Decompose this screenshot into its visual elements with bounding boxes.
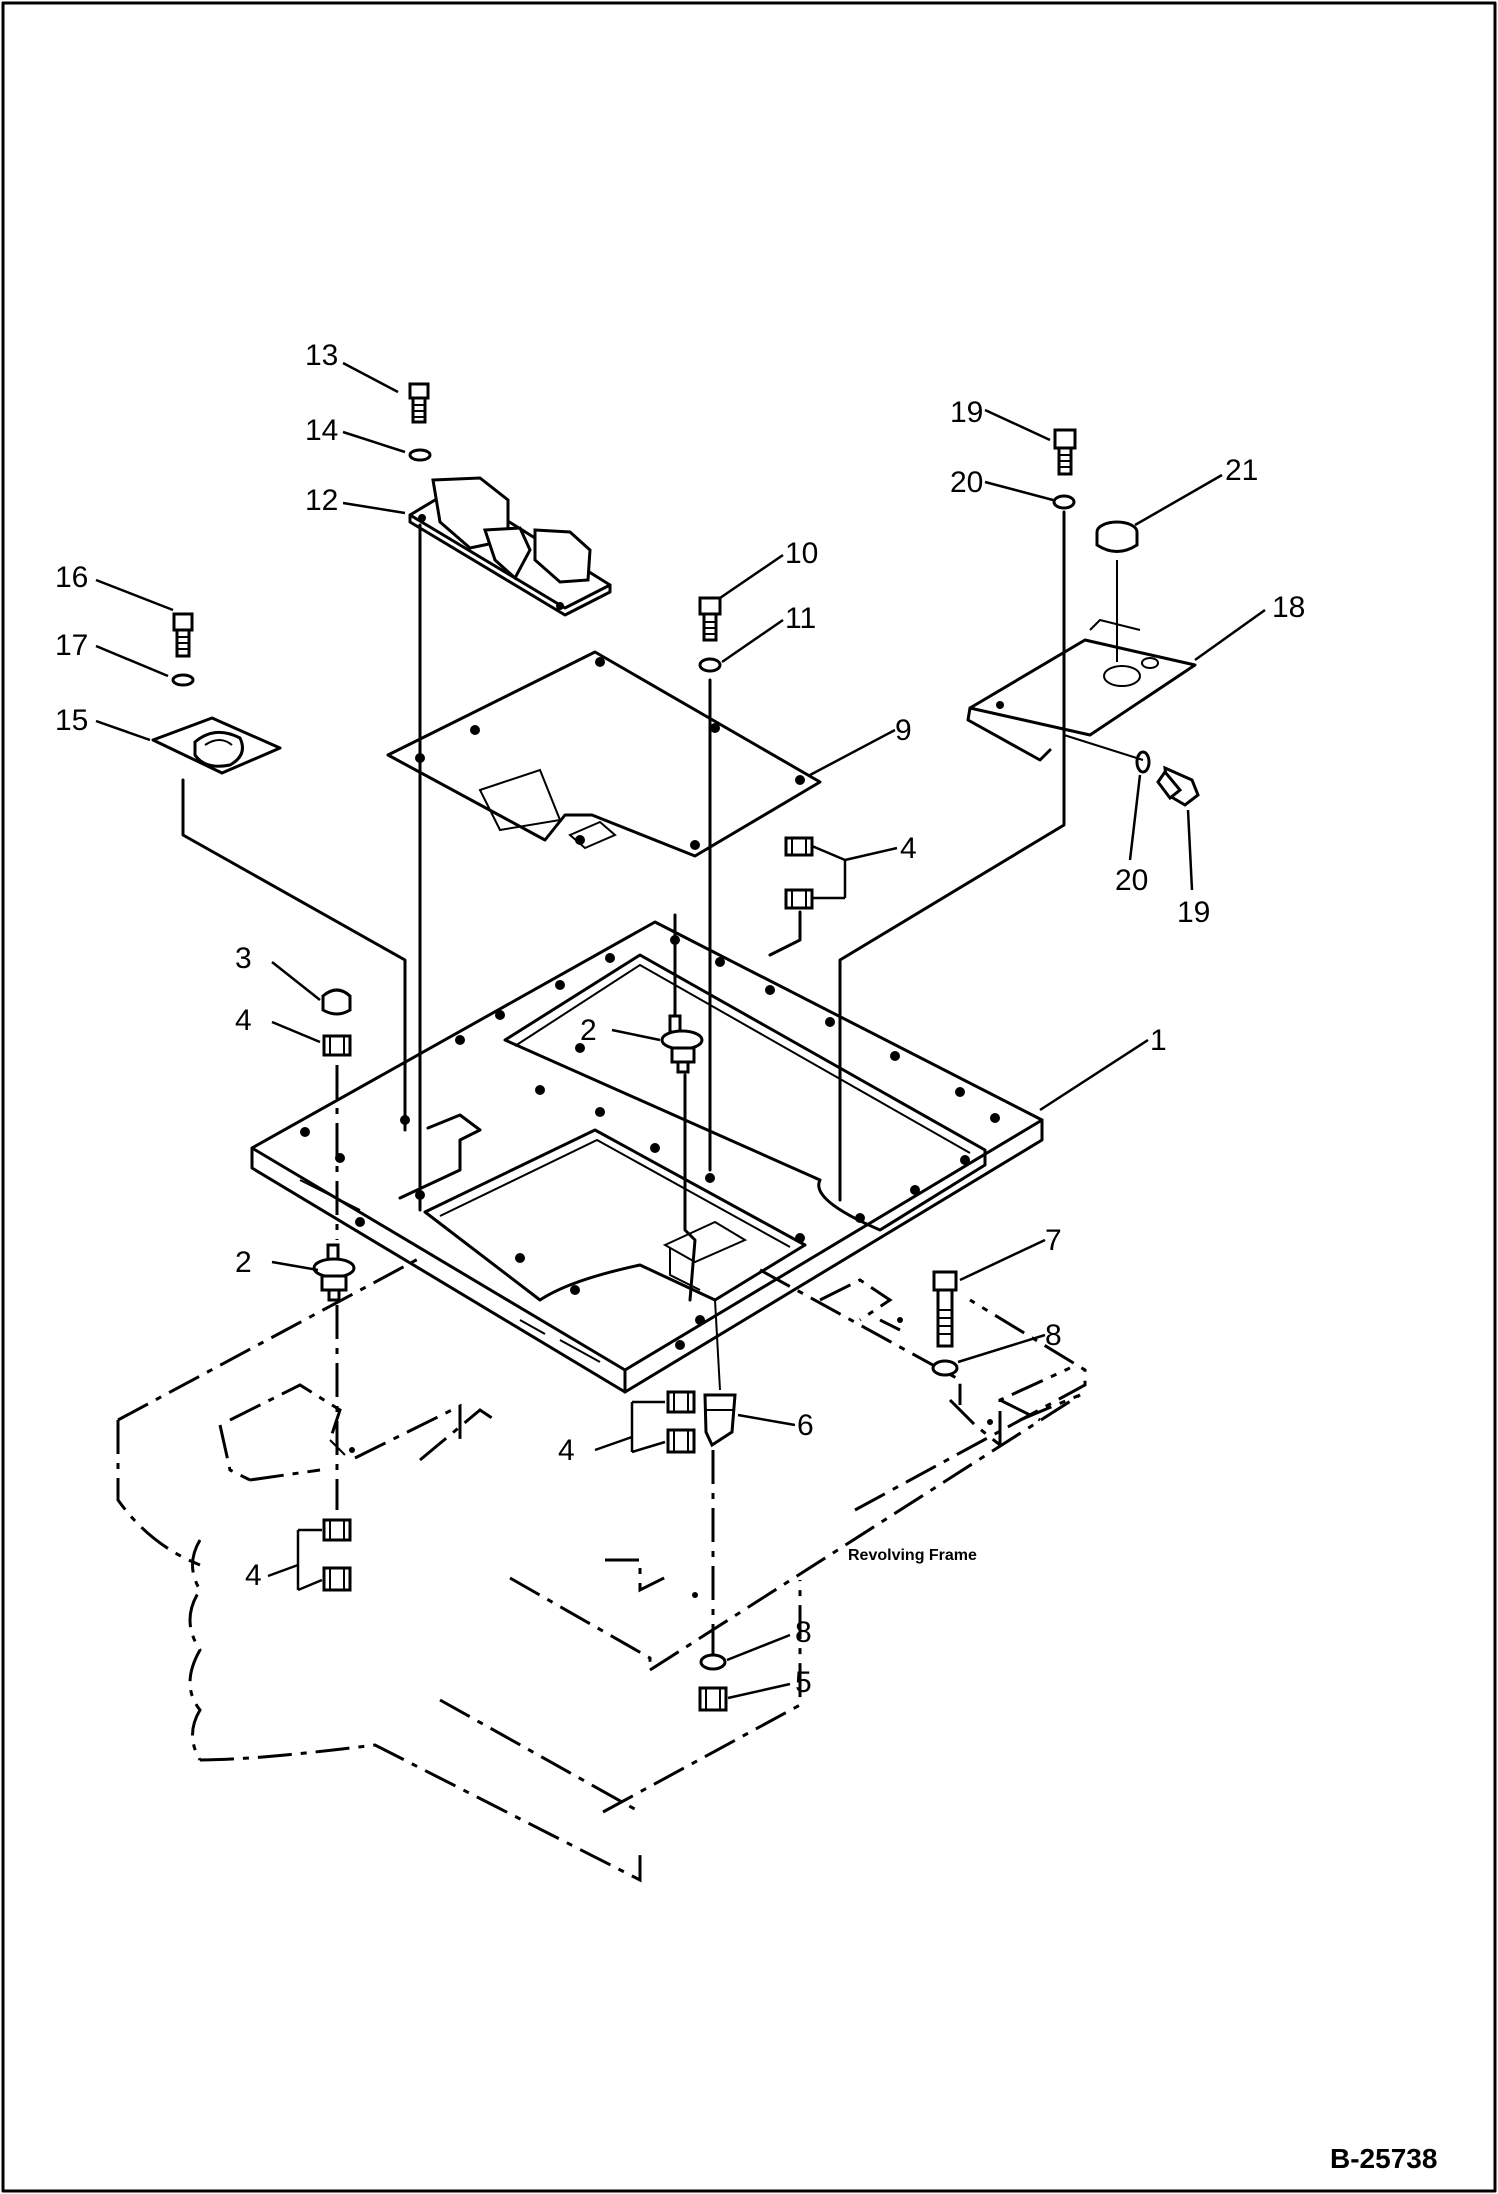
washer-20-top bbox=[1052, 494, 1076, 510]
revolving-frame-annotation: Revolving Frame bbox=[848, 1547, 977, 1564]
floor-plate-1 bbox=[250, 920, 1044, 1394]
bolt-16 bbox=[172, 612, 194, 658]
boot-plate-15 bbox=[151, 716, 282, 775]
callout-4-right-top: 4 bbox=[900, 832, 917, 865]
callout-21: 21 bbox=[1225, 454, 1258, 487]
callout-11: 11 bbox=[785, 602, 816, 635]
callout-3: 3 bbox=[235, 942, 252, 975]
callout-4-left-top: 4 bbox=[235, 1004, 252, 1037]
callout-13: 13 bbox=[305, 339, 338, 372]
callout-16: 16 bbox=[55, 561, 88, 594]
callout-8-bottom: 8 bbox=[795, 1616, 812, 1649]
nut-4-middle bbox=[666, 1390, 696, 1454]
fastener-parts bbox=[171, 382, 1200, 1712]
washer-17 bbox=[171, 673, 195, 687]
callout-4-bottom-left: 4 bbox=[245, 1559, 262, 1592]
drawing-code: B-25738 bbox=[1330, 2143, 1437, 2174]
callout-12: 12 bbox=[305, 484, 338, 517]
alignment-lines bbox=[181, 510, 1144, 1655]
washer-8-bottom bbox=[699, 1653, 727, 1671]
bolt-13 bbox=[408, 382, 430, 424]
callout-9: 9 bbox=[895, 714, 912, 747]
callout-6: 7 bbox=[1045, 1224, 1062, 1257]
callout-20-top: 20 bbox=[950, 466, 983, 499]
callout-4-middle: 4 bbox=[558, 1434, 575, 1467]
callout-7: 5 bbox=[795, 1666, 812, 1699]
callout-leaders bbox=[95, 361, 1266, 1700]
bolt-19-top bbox=[1053, 428, 1077, 476]
callout-15: 15 bbox=[55, 704, 88, 737]
bolt-6 bbox=[932, 1270, 958, 1348]
revolving-frame bbox=[116, 1256, 1087, 1883]
mount-2-top bbox=[660, 1014, 704, 1074]
bolt-10 bbox=[698, 596, 722, 642]
mount-2-bottom bbox=[312, 1243, 356, 1302]
callout-2-bottom: 2 bbox=[235, 1246, 252, 1279]
plug-21 bbox=[1095, 520, 1139, 553]
plate-bolt-holes bbox=[300, 935, 1000, 1350]
nut-4-right-top bbox=[784, 836, 814, 910]
callout-1: 1 bbox=[1150, 1024, 1167, 1057]
callout-labels: 13 14 12 16 17 15 10 11 9 19 20 21 18 20… bbox=[55, 339, 1305, 1699]
bracket-18 bbox=[966, 618, 1197, 762]
washer-14 bbox=[408, 448, 432, 462]
callout-18: 18 bbox=[1272, 591, 1305, 624]
washer-8-top bbox=[931, 1359, 959, 1377]
bolt-19-side bbox=[1156, 765, 1200, 807]
callout-5: 6 bbox=[797, 1409, 814, 1442]
floor-cover-9 bbox=[386, 650, 822, 858]
callout-2-top: 2 bbox=[580, 1014, 597, 1047]
washer-20-side bbox=[1135, 750, 1151, 774]
callout-17: 17 bbox=[55, 629, 88, 662]
callout-10: 10 bbox=[785, 537, 818, 570]
callout-8-top: 8 bbox=[1045, 1319, 1062, 1352]
callout-19-top: 19 bbox=[950, 396, 983, 429]
spacer-5 bbox=[703, 1393, 737, 1448]
callout-20-side: 20 bbox=[1115, 864, 1148, 897]
washer-11 bbox=[698, 657, 722, 673]
nut-7 bbox=[698, 1686, 728, 1712]
cap-nut-3 bbox=[321, 988, 352, 1016]
nut-4-bottom-left bbox=[322, 1518, 352, 1592]
pedal-cover-12 bbox=[408, 476, 612, 617]
nut-4-left-top bbox=[322, 1034, 352, 1057]
callout-19-side: 19 bbox=[1177, 896, 1210, 929]
callout-14: 14 bbox=[305, 414, 338, 447]
